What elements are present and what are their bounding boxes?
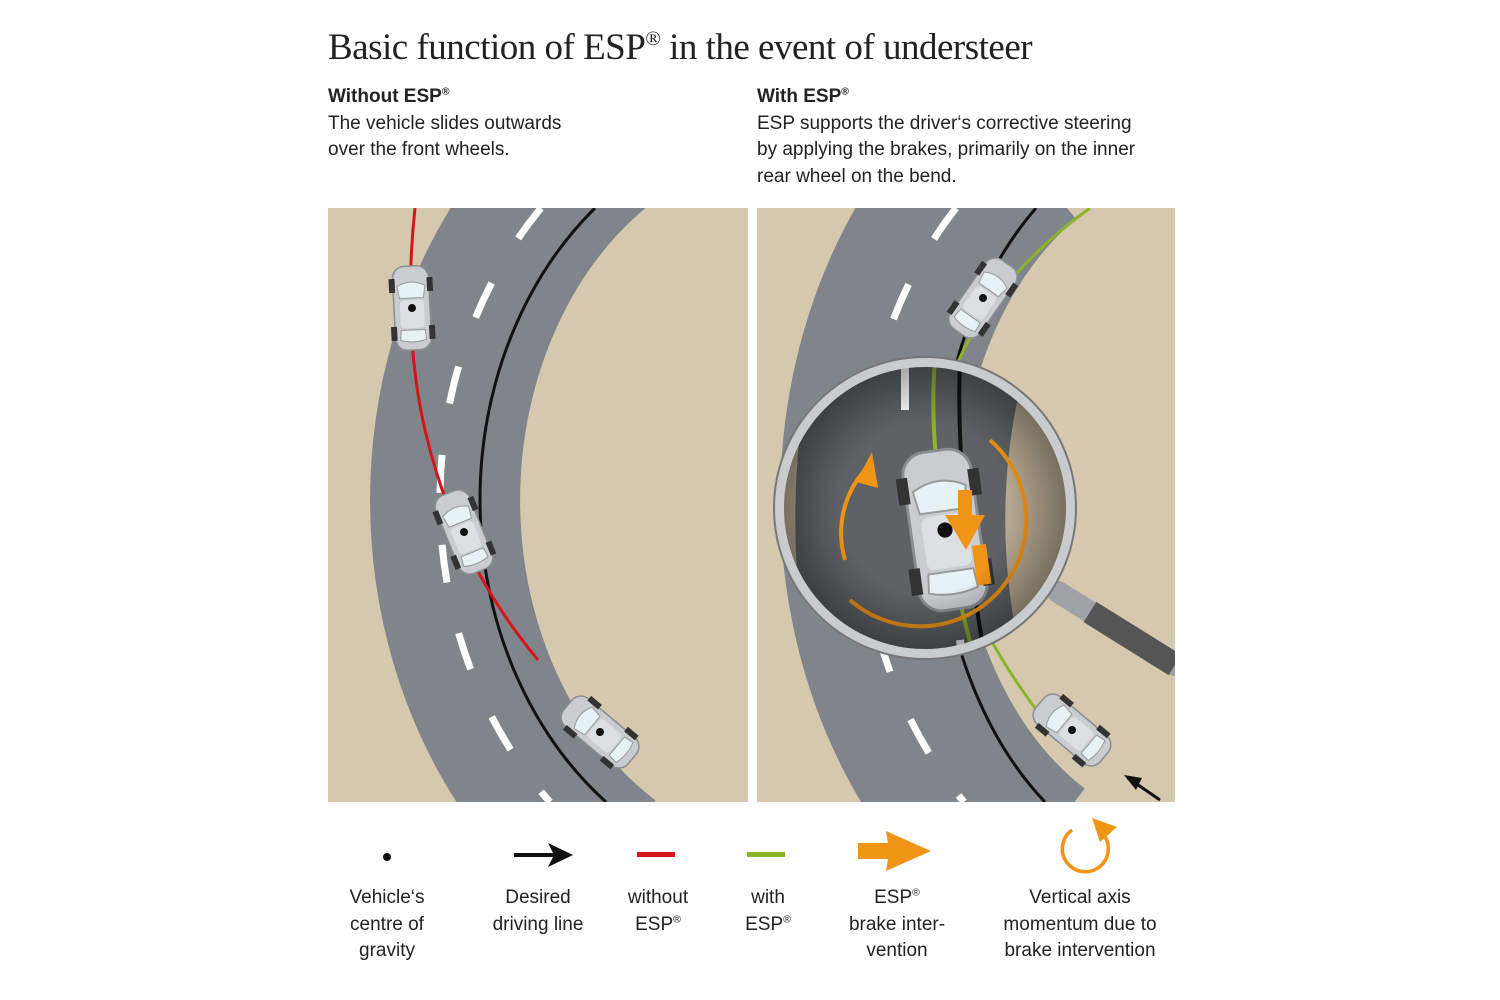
with-esp-description: With ESP® ESP supports the driver‘s corr… [757, 84, 1135, 190]
without-esp-heading: Without ESP® [328, 86, 450, 107]
legend-brake-intervention: ESP®brake inter-vention [848, 887, 946, 961]
rotation-arrow-icon [1060, 818, 1117, 874]
page-title: Basic function of ESP® in the event of u… [328, 26, 1033, 69]
black-arrow-icon [514, 843, 573, 867]
magnifier-rim [774, 357, 1076, 659]
with-text-line: by applying the brakes, primarily on the… [757, 139, 1136, 160]
without-text-line: over the front wheels. [328, 139, 510, 160]
with-esp-heading: With ESP® [757, 86, 849, 107]
desired-driving-line [478, 208, 608, 802]
with-esp-scene [757, 208, 1175, 802]
green-line-icon [747, 852, 785, 857]
with-text-line: ESP supports the driver‘s corrective ste… [757, 112, 1132, 134]
red-line-icon [637, 852, 675, 857]
without-esp-description: Without ESP® The vehicle slides outwards… [328, 84, 561, 164]
title-rest: in the event of understeer [660, 27, 1033, 68]
orange-arrow-icon [858, 831, 931, 871]
dot-icon [383, 853, 391, 861]
with-text-line: rear wheel on the bend. [757, 165, 957, 187]
title-text: Basic function of ESP [328, 27, 646, 68]
magnifier-lens [783, 366, 1067, 650]
without-text-line: The vehicle slides outwards [328, 112, 562, 134]
car [387, 264, 437, 352]
title-reg: ® [645, 27, 661, 50]
without-esp-scene [328, 208, 748, 802]
